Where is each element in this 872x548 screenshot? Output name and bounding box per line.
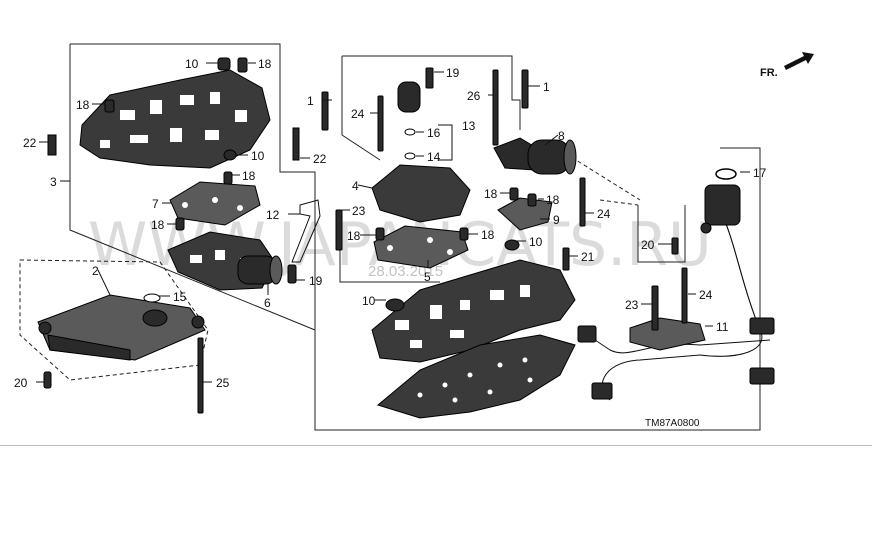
callout-23: 23 [625,298,639,312]
callout-6: 6 [264,296,271,310]
bolt-19-left [287,264,297,284]
callout-18: 18 [76,98,90,112]
callout-13: 13 [462,119,476,133]
callout-19: 19 [446,66,460,80]
callout-15: 15 [173,290,187,304]
shift-solenoid-8 [493,137,577,175]
plate-5 [335,209,469,269]
callout-1: 1 [307,94,314,108]
callout-18: 18 [242,169,256,183]
callout-18: 18 [151,218,165,232]
assembly-frame-main [70,43,761,431]
lower-valve-body-6 [167,231,283,291]
callout-3: 3 [50,175,57,189]
callout-25: 25 [216,376,230,390]
assembly-frame-20 [637,205,686,263]
callout-4: 4 [352,179,359,193]
callout-17: 17 [753,166,767,180]
callout-21: 21 [581,250,595,264]
wire-harness-11 [577,168,775,401]
callout-19: 19 [309,274,323,288]
callout-22: 22 [313,152,327,166]
callout-10: 10 [362,294,376,308]
solenoid-body-4 [321,67,529,223]
separator-plate-7 [169,171,261,231]
callout-10: 10 [185,57,199,71]
callout-24: 24 [597,207,611,221]
callout-10: 10 [251,149,265,163]
callout-20: 20 [14,376,28,390]
callout-18: 18 [481,228,495,242]
assembly-frame-bolt [339,240,440,283]
assembly-frame-left [69,44,316,331]
callout-12: 12 [266,208,280,222]
assembly-frame-solenoid-left [341,56,381,161]
callout-9: 9 [553,213,560,227]
assembly-frame-solenoid [342,55,521,130]
leader-dash-a [599,199,639,206]
leader-lines [36,62,750,383]
callout-24: 24 [351,107,365,121]
diagram-panel: WWW.JAPANCATS.RU 28.03.2015 [0,43,872,446]
separator-plate-main [376,334,576,419]
callout-1: 1 [543,80,550,94]
callout-2: 2 [92,264,99,278]
diagram-code: TM87A0800 [645,418,700,429]
callout-24: 24 [699,288,713,302]
direction-label: FR. [760,67,778,79]
callout-14: 14 [427,150,441,164]
bracket-12 [291,199,321,263]
callout-16: 16 [427,126,441,140]
callout-11: 11 [716,320,729,334]
callout-18: 18 [484,187,498,201]
callout-8: 8 [558,129,565,143]
callout-7: 7 [152,197,159,211]
front-direction-indicator: FR. [760,52,814,79]
oil-strainer-2 [37,293,206,414]
callout-20: 20 [641,238,655,252]
exploded-parts-diagram: WWW.JAPANCATS.RU 28.03.2015 [14,43,814,431]
callout-18: 18 [347,229,361,243]
callout-23: 23 [352,204,366,218]
callout-numbers: 10 18 18 22 3 10 22 18 7 18 12 6 19 2 15… [14,57,767,390]
plate-9 [497,177,586,231]
callout-26: 26 [467,89,481,103]
callout-18: 18 [546,193,560,207]
callout-10: 10 [529,235,543,249]
callout-18: 18 [258,57,272,71]
callout-5: 5 [424,270,431,284]
main-valve-body [371,239,576,363]
upper-valve-body [47,57,300,169]
callout-22: 22 [23,136,37,150]
